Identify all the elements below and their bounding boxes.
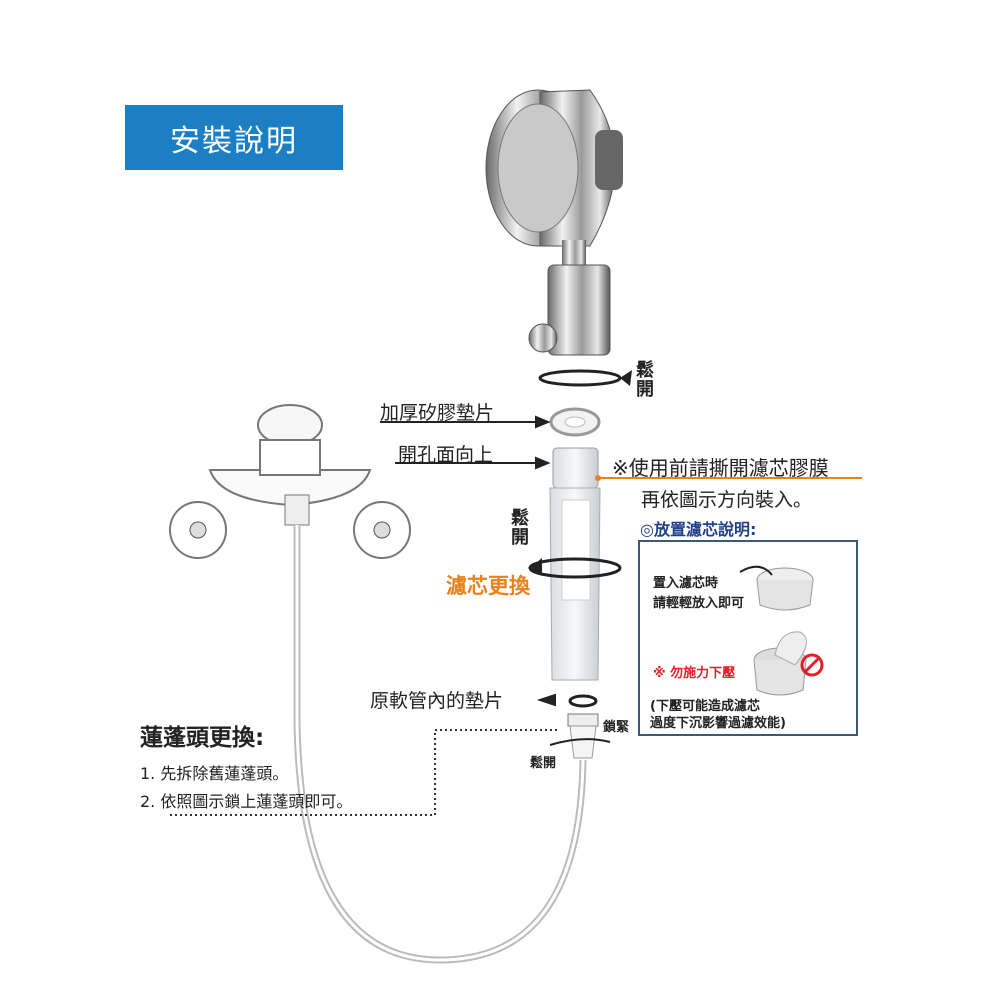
thick-gasket-label: 加厚矽膠墊片 bbox=[380, 402, 495, 424]
page-title: 安裝說明 bbox=[125, 105, 343, 170]
shower-head bbox=[485, 89, 632, 387]
hose-connector bbox=[567, 713, 599, 727]
loosen-label-mid: 鬆開 bbox=[508, 508, 529, 546]
prohibited-icon bbox=[800, 653, 824, 677]
shower-hose bbox=[293, 525, 587, 964]
insert-direction-label: 再依圖示方向裝入。 bbox=[641, 489, 813, 511]
filter-replace-label: 濾芯更換 bbox=[446, 574, 530, 598]
filter-cartridge bbox=[528, 447, 622, 681]
placement-heading: ◎放置濾芯說明: bbox=[640, 520, 757, 539]
peel-film-label: ※使用前請撕開濾芯膠膜 bbox=[612, 456, 829, 480]
placement-note2: 過度下沉影響過濾效能) bbox=[650, 716, 786, 731]
placement-note1: (下壓可能造成濾芯 bbox=[650, 699, 760, 714]
placement-line2: 請輕輕放入即可 bbox=[653, 596, 745, 611]
loosen-label-bottom: 鬆開 bbox=[530, 756, 557, 771]
placement-note-box bbox=[638, 540, 858, 736]
replace-step-1: 1. 先拆除舊蓮蓬頭。 bbox=[140, 764, 289, 783]
replace-step-2: 2. 依照圖示鎖上蓮蓬頭即可。 bbox=[140, 792, 353, 811]
hose-gasket-label: 原軟管內的墊片 bbox=[370, 690, 504, 712]
cup-illustration bbox=[739, 565, 824, 696]
hose-gasket bbox=[568, 694, 598, 708]
replace-heading: 蓮蓬頭更換: bbox=[140, 725, 265, 751]
placement-warning: ※ 勿施力下壓 bbox=[653, 666, 736, 681]
pointer-lines bbox=[380, 415, 556, 707]
hole-up-label: 開孔面向上 bbox=[398, 444, 494, 466]
loosen-label-top: 鬆開 bbox=[633, 360, 654, 398]
tighten-label: 鎖緊 bbox=[603, 720, 630, 735]
placement-line1: 置入濾芯時 bbox=[653, 576, 719, 591]
faucet bbox=[169, 404, 411, 559]
